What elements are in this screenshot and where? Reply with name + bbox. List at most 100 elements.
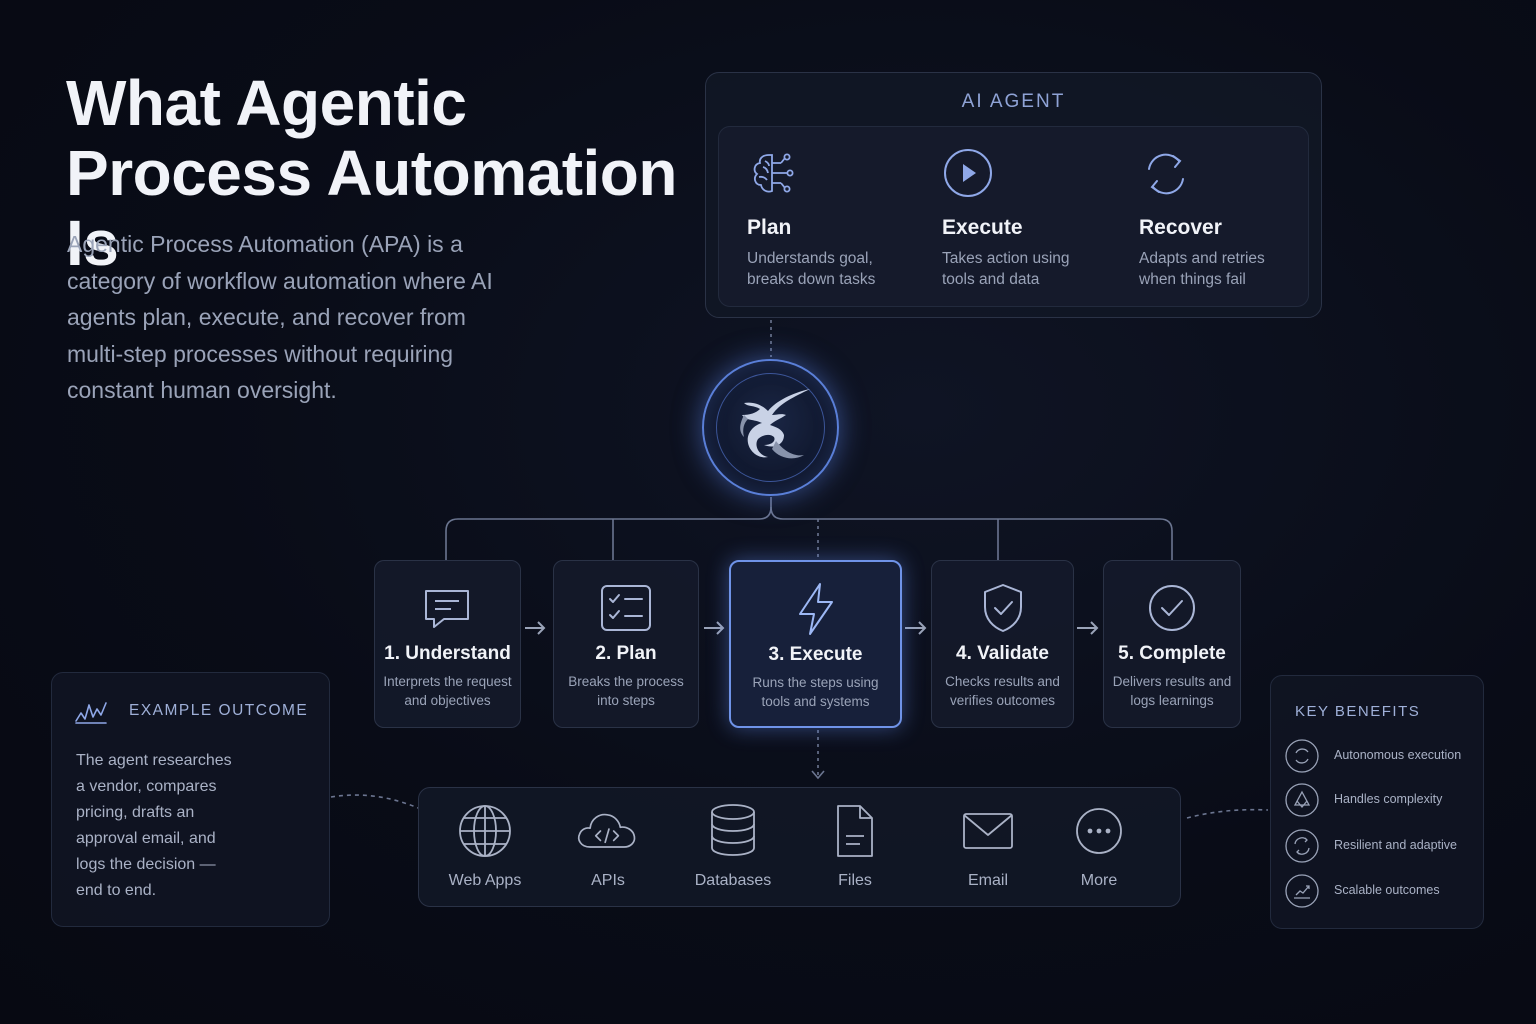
step-desc-line: tools and systems bbox=[761, 693, 870, 709]
chat-bubble-icon bbox=[424, 590, 469, 628]
shield-check-icon bbox=[983, 584, 1022, 632]
capability-name: Execute bbox=[942, 216, 1023, 239]
tool-web-apps: Web Apps bbox=[430, 802, 540, 890]
refresh-arrows-icon bbox=[1148, 153, 1184, 195]
example-line: end to end. bbox=[76, 882, 157, 899]
globe-icon bbox=[459, 805, 511, 857]
example-line: The agent researches bbox=[76, 752, 232, 769]
step-desc: Runs the steps using tools and systems bbox=[735, 674, 896, 711]
capability-execute: Execute Takes action using tools and dat… bbox=[942, 147, 1122, 290]
tool-databases: Databases bbox=[678, 802, 788, 890]
benefits-heading: KEY BENEFITS bbox=[1295, 703, 1421, 720]
benefit-name: Resilient and adaptive bbox=[1334, 838, 1457, 852]
title-line-2: Process Automation Is bbox=[66, 137, 677, 279]
tools-bar: Web Apps APIs Databases Files Email bbox=[418, 787, 1181, 907]
capability-desc-line: Understands goal, bbox=[747, 250, 873, 267]
step-desc: Breaks the process into steps bbox=[558, 673, 694, 710]
benefit-name: Autonomous execution bbox=[1334, 748, 1462, 762]
step-desc-line: and objectives bbox=[404, 692, 491, 708]
tool-name: Databases bbox=[694, 872, 772, 889]
example-heading: EXAMPLE OUTCOME bbox=[129, 702, 309, 719]
step-desc-line: Delivers results and bbox=[1112, 674, 1232, 689]
play-circle-icon bbox=[944, 149, 992, 197]
step-desc-line: Runs the steps using bbox=[752, 675, 879, 690]
step-desc: Interprets the request and objectives bbox=[379, 673, 516, 710]
ai-agent-heading: AI AGENT bbox=[961, 91, 1066, 112]
capability-name: Recover bbox=[1139, 216, 1222, 239]
step-desc-line: verifies outcomes bbox=[949, 692, 1056, 708]
step-name: 4. Validate bbox=[956, 643, 1049, 664]
checklist-icon bbox=[601, 585, 651, 631]
tool-email: Email bbox=[933, 802, 1043, 890]
envelope-icon bbox=[963, 813, 1013, 849]
capability-recover: Recover Adapts and retries when things f… bbox=[1139, 147, 1319, 290]
lightning-icon bbox=[798, 583, 833, 635]
tool-name: Files bbox=[838, 872, 872, 889]
autonomous-icon bbox=[1285, 739, 1319, 773]
step-desc-line: logs learnings bbox=[1130, 692, 1214, 708]
example-line: pricing, drafts an bbox=[76, 804, 195, 821]
capability-name: Plan bbox=[747, 216, 792, 239]
tool-name: Email bbox=[967, 872, 1008, 889]
benefit-name: Handles complexity bbox=[1334, 792, 1443, 806]
resilient-icon bbox=[1285, 829, 1319, 863]
capability-desc-line: breaks down tasks bbox=[747, 271, 876, 288]
capability-desc: Understands goal, breaks down tasks bbox=[747, 248, 927, 290]
benefit-item: Handles complexity bbox=[1285, 783, 1481, 817]
agent-capabilities: Plan Understands goal, breaks down tasks… bbox=[718, 126, 1309, 307]
tool-name: APIs bbox=[591, 872, 625, 889]
file-icon bbox=[837, 805, 873, 857]
step-execute: 3. Execute Runs the steps using tools an… bbox=[729, 560, 902, 728]
intro-paragraph: Agentic Process Automation (APA) is a ca… bbox=[67, 231, 493, 403]
capability-desc-line: when things fail bbox=[1139, 271, 1246, 288]
step-desc: Checks results and verifies outcomes bbox=[936, 673, 1069, 710]
step-desc-line: Checks results and bbox=[945, 674, 1060, 689]
brain-network-icon bbox=[753, 153, 794, 193]
capability-desc-line: Adapts and retries bbox=[1139, 250, 1265, 267]
step-desc-line: Interprets the request bbox=[383, 674, 512, 689]
example-outcome-card: EXAMPLE OUTCOME The agent researches a v… bbox=[51, 672, 330, 927]
agent-logo bbox=[702, 359, 839, 496]
tool-apis: APIs bbox=[553, 802, 663, 890]
step-name: 1. Understand bbox=[384, 643, 511, 664]
capability-desc-line: tools and data bbox=[942, 271, 1040, 288]
capability-desc: Takes action using tools and data bbox=[942, 248, 1122, 290]
complexity-icon bbox=[1285, 783, 1319, 817]
scale-chart-icon bbox=[1285, 874, 1319, 908]
example-line: a vendor, compares bbox=[76, 778, 217, 795]
capability-desc-line: Takes action using bbox=[942, 250, 1070, 267]
benefit-item: Scalable outcomes bbox=[1285, 874, 1481, 908]
more-dots-icon bbox=[1076, 808, 1122, 854]
step-plan: 2. Plan Breaks the process into steps bbox=[553, 560, 699, 728]
capability-desc: Adapts and retries when things fail bbox=[1139, 248, 1319, 290]
step-complete: 5. Complete Delivers results and logs le… bbox=[1103, 560, 1241, 728]
step-validate: 4. Validate Checks results and verifies … bbox=[931, 560, 1074, 728]
tool-name: More bbox=[1080, 872, 1118, 889]
key-benefits-card: KEY BENEFITS Autonomous execution Handle… bbox=[1270, 675, 1484, 929]
page-title: What Agentic Process Automation Is bbox=[66, 68, 706, 278]
trend-line-icon bbox=[75, 702, 107, 724]
step-desc-line: into steps bbox=[597, 692, 655, 708]
title-line-1: What Agentic bbox=[66, 67, 467, 139]
step-desc-line: Breaks the process bbox=[568, 674, 684, 689]
cloud-code-icon bbox=[577, 813, 636, 848]
benefit-item: Resilient and adaptive bbox=[1285, 829, 1481, 863]
tool-more: More bbox=[1044, 802, 1154, 890]
step-name: 2. Plan bbox=[595, 643, 657, 664]
step-name: 5. Complete bbox=[1118, 643, 1226, 664]
example-line: logs the decision — bbox=[76, 856, 216, 873]
step-understand: 1. Understand Interprets the request and… bbox=[374, 560, 521, 728]
example-text: The agent researches a vendor, compares … bbox=[76, 748, 256, 904]
tool-files: Files bbox=[800, 802, 910, 890]
benefit-name: Scalable outcomes bbox=[1334, 883, 1440, 897]
tool-name: Web Apps bbox=[448, 872, 522, 889]
benefit-item: Autonomous execution bbox=[1285, 739, 1481, 773]
dragon-emblem-icon bbox=[740, 389, 810, 459]
step-name: 3. Execute bbox=[768, 644, 863, 665]
ai-agent-panel: AI AGENT Plan Understands goal, breaks d… bbox=[705, 72, 1322, 318]
capability-plan: Plan Understands goal, breaks down tasks bbox=[747, 147, 927, 290]
example-line: approval email, and bbox=[76, 830, 216, 847]
check-circle-icon bbox=[1149, 585, 1195, 631]
step-desc: Delivers results and logs learnings bbox=[1108, 673, 1236, 710]
